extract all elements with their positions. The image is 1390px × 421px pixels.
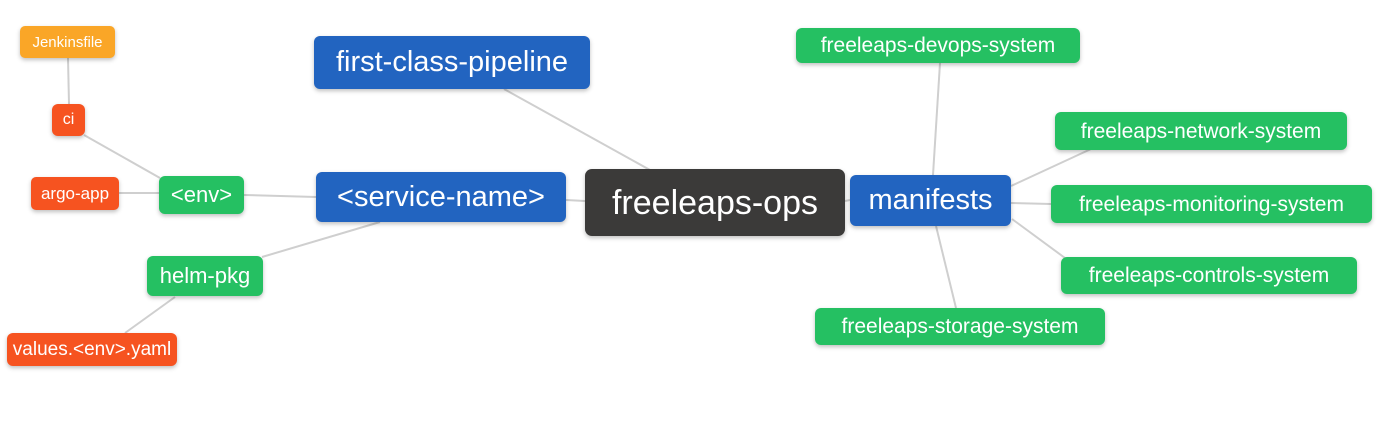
edge-manifests-network [1010,148,1092,187]
node-argo-app[interactable]: argo-app [31,177,119,210]
node-devops-system[interactable]: freeleaps-devops-system [796,28,1080,63]
edge-helm-pkg-service-name [261,221,381,258]
node-ci[interactable]: ci [52,104,85,136]
node-manifests[interactable]: manifests [850,175,1011,226]
edge-ops-manifests [844,199,851,202]
node-helm-pkg[interactable]: helm-pkg [147,256,263,296]
edge-manifests-devops [932,62,941,176]
node-storage-system[interactable]: freeleaps-storage-system [815,308,1105,345]
node-controls-system[interactable]: freeleaps-controls-system [1061,257,1357,294]
node-network-system[interactable]: freeleaps-network-system [1055,112,1347,150]
edge-pipeline-ops [503,88,651,171]
node-monitoring-system[interactable]: freeleaps-monitoring-system [1051,185,1372,223]
edge-values-helm-pkg [124,296,176,334]
node-first-class-pipeline[interactable]: first-class-pipeline [314,36,590,89]
edge-env-service-name [243,194,317,198]
edge-ci-env [83,134,161,179]
edge-jenkinsfile-ci [67,57,70,105]
node-values-env-yaml[interactable]: values.<env>.yaml [7,333,177,366]
edge-service-name-ops [565,199,586,202]
edge-manifests-storage [935,225,957,309]
edge-manifests-controls [1011,218,1066,259]
node-service-name[interactable]: <service-name> [316,172,566,222]
node-jenkinsfile[interactable]: Jenkinsfile [20,26,115,58]
node-freeleaps-ops[interactable]: freeleaps-ops [585,169,845,236]
edge-manifests-monitoring [1010,202,1052,205]
node-env[interactable]: <env> [159,176,244,214]
